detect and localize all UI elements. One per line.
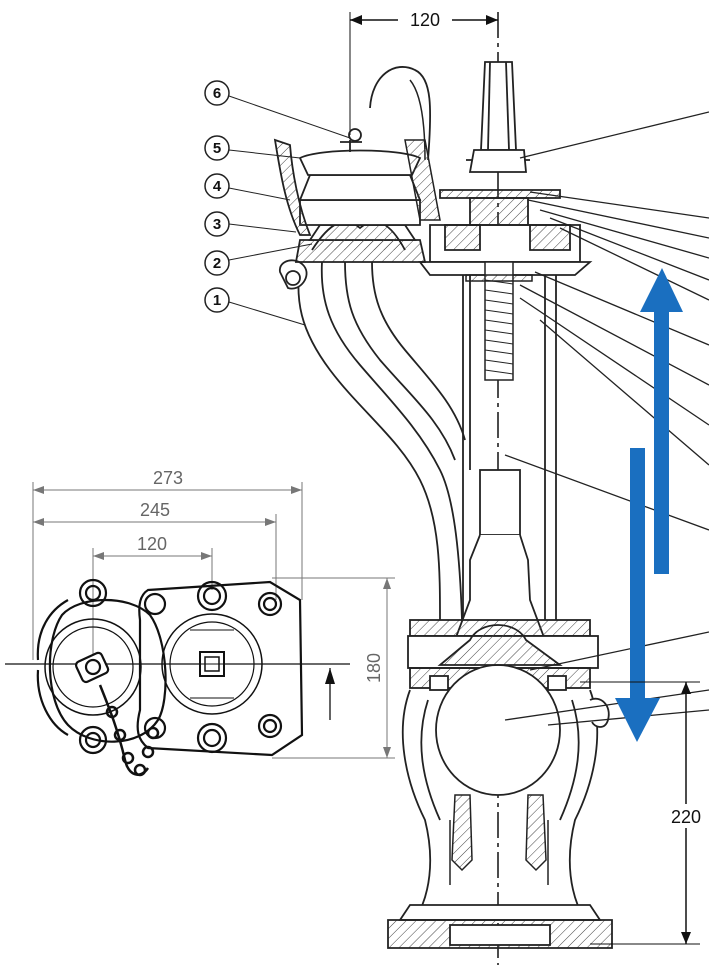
callout-5: 5 <box>204 135 301 161</box>
callout-1: 1 <box>204 287 306 326</box>
outlet-cap <box>273 128 427 263</box>
dim-top-120-label: 120 <box>410 10 440 30</box>
svg-text:3: 3 <box>213 216 221 233</box>
svg-text:4: 4 <box>213 178 222 195</box>
dim-right-220: 220 <box>580 681 708 945</box>
plan-view: 273 245 120 180 <box>5 468 395 777</box>
dim-plan-273: 273 <box>32 468 303 660</box>
callout-6: 6 <box>204 80 351 139</box>
plan-chain <box>98 684 160 777</box>
svg-text:1: 1 <box>213 292 221 309</box>
callouts: 6 5 4 3 2 1 <box>204 80 351 326</box>
plan-outlet-cap <box>36 578 167 755</box>
dim-plan-120: 120 <box>92 534 213 680</box>
svg-text:2: 2 <box>213 255 221 272</box>
dim-top-120: 120 <box>349 6 498 135</box>
callout-4: 4 <box>204 173 291 201</box>
guide-ribs <box>449 794 549 885</box>
operating-nut <box>439 61 561 199</box>
dim-plan-245-label: 245 <box>140 500 170 520</box>
dim-plan-180: 180 <box>272 577 395 759</box>
threaded-spindle <box>465 261 533 381</box>
close-arrow <box>615 448 660 742</box>
dim-plan-180-label: 180 <box>364 653 384 683</box>
callout-3: 3 <box>204 211 297 237</box>
callout-2: 2 <box>204 243 313 276</box>
bottom-flange <box>387 904 613 949</box>
open-arrow <box>640 268 683 574</box>
dim-plan-273-label: 273 <box>153 468 183 488</box>
column-tube <box>453 275 557 641</box>
ball-valve <box>435 624 563 796</box>
dim-plan-120-label: 120 <box>137 534 167 554</box>
dim-plan-245: 245 <box>33 500 277 600</box>
svg-text:5: 5 <box>213 140 221 157</box>
leader-lines <box>504 111 709 726</box>
outlet-elbow <box>279 259 466 621</box>
dim-right-220-label: 220 <box>671 807 701 827</box>
svg-text:6: 6 <box>213 85 221 102</box>
cap-chain <box>369 66 432 161</box>
plan-main-body <box>136 580 304 757</box>
